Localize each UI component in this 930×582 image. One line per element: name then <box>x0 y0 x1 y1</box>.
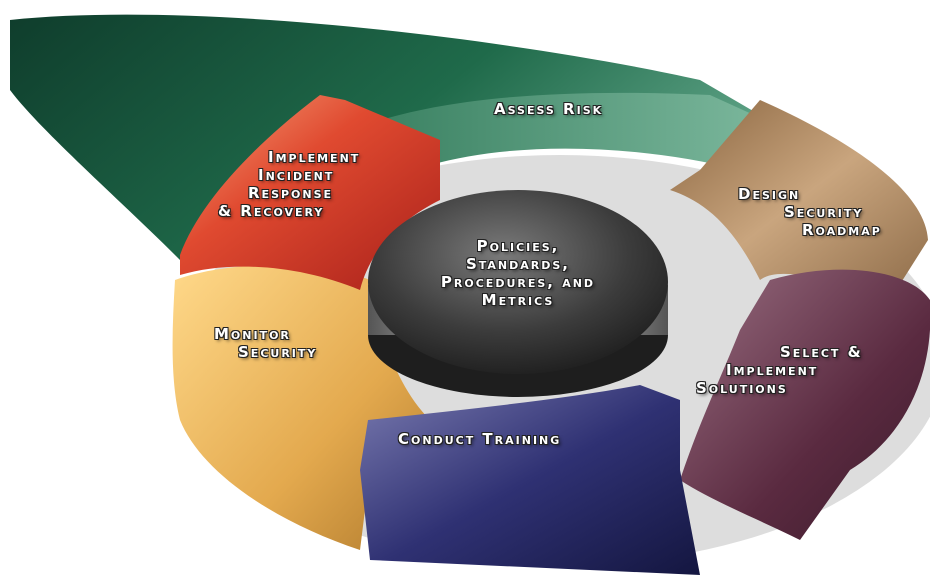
incident-response-label: Implement Incident Response & Recovery <box>218 148 361 220</box>
conduct-training-label: Conduct Training <box>398 430 562 448</box>
assess-risk-label: Assess Risk <box>494 100 604 118</box>
center-hub <box>368 190 668 374</box>
select-solutions-label: Select & Implement Solutions <box>696 343 863 397</box>
monitor-security-label: Monitor Security <box>214 325 318 361</box>
design-roadmap-label: Design Security Roadmap <box>738 185 882 239</box>
segment-incident <box>180 95 440 290</box>
center-label: Policies, Standards, Procedures, and Met… <box>440 237 596 309</box>
segment-design <box>670 100 928 300</box>
segment-select <box>680 269 930 540</box>
segment-training <box>360 385 700 575</box>
assess-tail <box>10 14 760 261</box>
